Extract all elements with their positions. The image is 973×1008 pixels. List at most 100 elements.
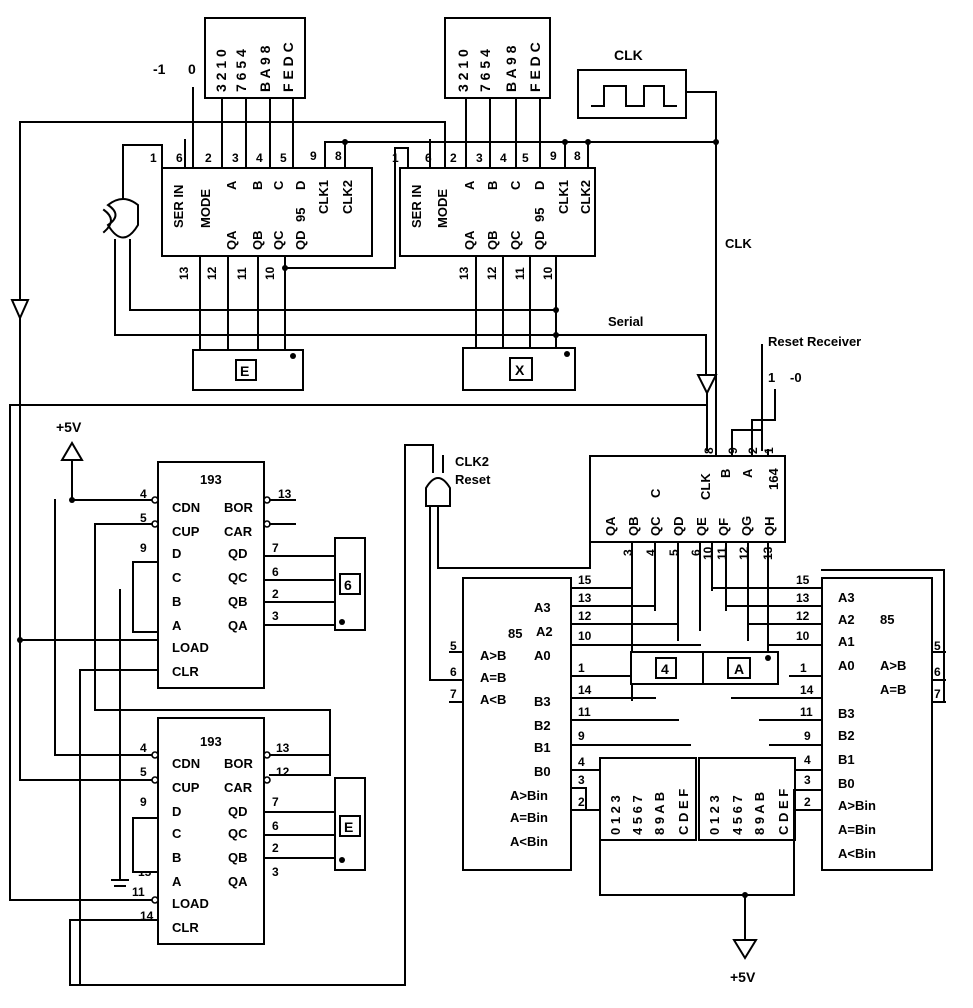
pin-label-qa: QA — [603, 516, 618, 536]
xor-gate — [102, 198, 139, 239]
pin-number: 14 — [800, 683, 814, 697]
display-digit: A — [734, 661, 744, 677]
pin-label-agb: A>B — [480, 648, 506, 663]
pin-number: 10 — [541, 266, 555, 280]
pin-label-qd: QD — [671, 517, 686, 537]
pin-number: 12 — [485, 266, 499, 280]
pin-label-a: A — [172, 618, 182, 633]
pin-label-d: D — [172, 804, 181, 819]
pin-label-qf: QF — [716, 518, 731, 536]
pin-label-alb: A<B — [480, 692, 506, 707]
pin-label-albin: A<Bin — [510, 834, 548, 849]
pin-label-clk: CLK — [698, 473, 713, 500]
comparator-85-right: 85 A3 A2 A1 A0 A>B A=B B3 B2 B1 B0 A>Bin… — [796, 573, 941, 871]
display-6-left: 6 — [334, 537, 366, 631]
pin-label-clk1: CLK1 — [316, 180, 331, 214]
pin-number: 10 — [578, 629, 592, 643]
pin-label-qc: QC — [271, 230, 286, 250]
pin-number: 9 — [140, 541, 147, 555]
pin-number: 12 — [578, 609, 592, 623]
pin-label-d: D — [172, 546, 181, 561]
junction — [282, 265, 288, 271]
junction — [17, 637, 23, 643]
pin-label-qb: QB — [228, 594, 248, 609]
wire — [931, 651, 946, 703]
pin-label-ser-in: SER IN — [409, 185, 424, 228]
pin-number: 4 — [578, 755, 585, 769]
pin-label-95: 95 — [532, 208, 547, 222]
chip-name-164: 164 — [766, 468, 781, 490]
clock-source: CLK — [577, 47, 687, 119]
pin-number: 6 — [425, 151, 432, 165]
hex-display-left: 0 1 2 3 4 5 6 7 8 9 A B C D E F — [599, 757, 697, 841]
pin-number: 4 — [804, 753, 811, 767]
switch-row: 7 6 5 4 — [477, 49, 493, 92]
hex-row: 8 9 A B — [752, 792, 767, 835]
pin-number: 5 — [522, 151, 529, 165]
pin-label-b: B — [172, 594, 181, 609]
pin-label-agbin: A>Bin — [838, 798, 876, 813]
chip-center-label: C — [648, 488, 663, 498]
pin-label-qa: QA — [228, 874, 248, 889]
display-digit: E — [240, 363, 249, 379]
pin-label-b: B — [250, 181, 265, 190]
pin-label-c: C — [172, 826, 182, 841]
wire — [570, 587, 701, 811]
pin-label-cdn: CDN — [172, 756, 200, 771]
shift-register-164: CLK B A 164 C QA QB QC QD QE QF QG QH 8 … — [589, 447, 786, 560]
hex-row: C D E F — [776, 789, 791, 835]
junction — [342, 139, 348, 145]
label-zero: 0 — [188, 61, 196, 77]
switch-row: 7 6 5 4 — [233, 49, 249, 92]
pin-label-qa: QA — [462, 230, 477, 250]
pin-label-qd: QD — [293, 231, 308, 251]
pin-number: 6 — [272, 819, 279, 833]
pin-label-b3: B3 — [534, 694, 551, 709]
display-digit: 6 — [344, 577, 352, 593]
pin-number: 2 — [578, 795, 585, 809]
label-plus5v-left: +5V — [56, 419, 82, 435]
wire — [821, 569, 945, 703]
pin-number: 2 — [205, 151, 212, 165]
pin-label-qh: QH — [762, 517, 777, 537]
pin-label-a: A — [462, 180, 477, 190]
pin-number: 2 — [272, 841, 279, 855]
pin-number: 4 — [140, 741, 147, 755]
hex-switch-left: 3 2 1 0 7 6 5 4 B A 9 8 F E D C — [204, 17, 306, 99]
wire — [69, 444, 434, 986]
pin-number: 2 — [804, 795, 811, 809]
pin-number: 10 — [796, 629, 810, 643]
chip-name-85: 85 — [508, 626, 522, 641]
pin-label-b: B — [485, 181, 500, 190]
display-e-lower: E — [334, 777, 366, 871]
display-digit: E — [344, 819, 353, 835]
junction — [742, 892, 748, 898]
pin-number: 8 — [702, 447, 716, 454]
pin-label-bor: BOR — [224, 500, 254, 515]
pin-label-aebin: A=Bin — [838, 822, 876, 837]
pin-number: 7 — [450, 687, 457, 701]
pin-label-clk2: CLK2 — [340, 180, 355, 214]
wire — [711, 587, 823, 811]
pin-label-qc: QC — [508, 230, 523, 250]
pin-number: 5 — [140, 765, 147, 779]
pin-label-b2: B2 — [534, 718, 551, 733]
junction — [713, 139, 719, 145]
pin-number: 12 — [276, 765, 290, 779]
pin-number: 3 — [476, 151, 483, 165]
pin-number: 6 — [934, 665, 941, 679]
pin-label-qe: QE — [694, 517, 709, 536]
label-reset-zero: -0 — [790, 370, 802, 385]
pin-number: 7 — [934, 687, 941, 701]
pin-label-qb: QB — [228, 850, 248, 865]
pin-number: 11 — [235, 267, 249, 280]
pin-label-mode: MODE — [198, 189, 213, 228]
pin-label-a1: A1 — [838, 634, 855, 649]
wire — [715, 429, 769, 457]
switch-row: B A 9 8 — [257, 45, 273, 92]
pin-label-95: 95 — [293, 208, 308, 222]
pin-label-a3: A3 — [838, 590, 855, 605]
pin-number: 13 — [276, 741, 290, 755]
pin-number: 3 — [272, 609, 279, 623]
